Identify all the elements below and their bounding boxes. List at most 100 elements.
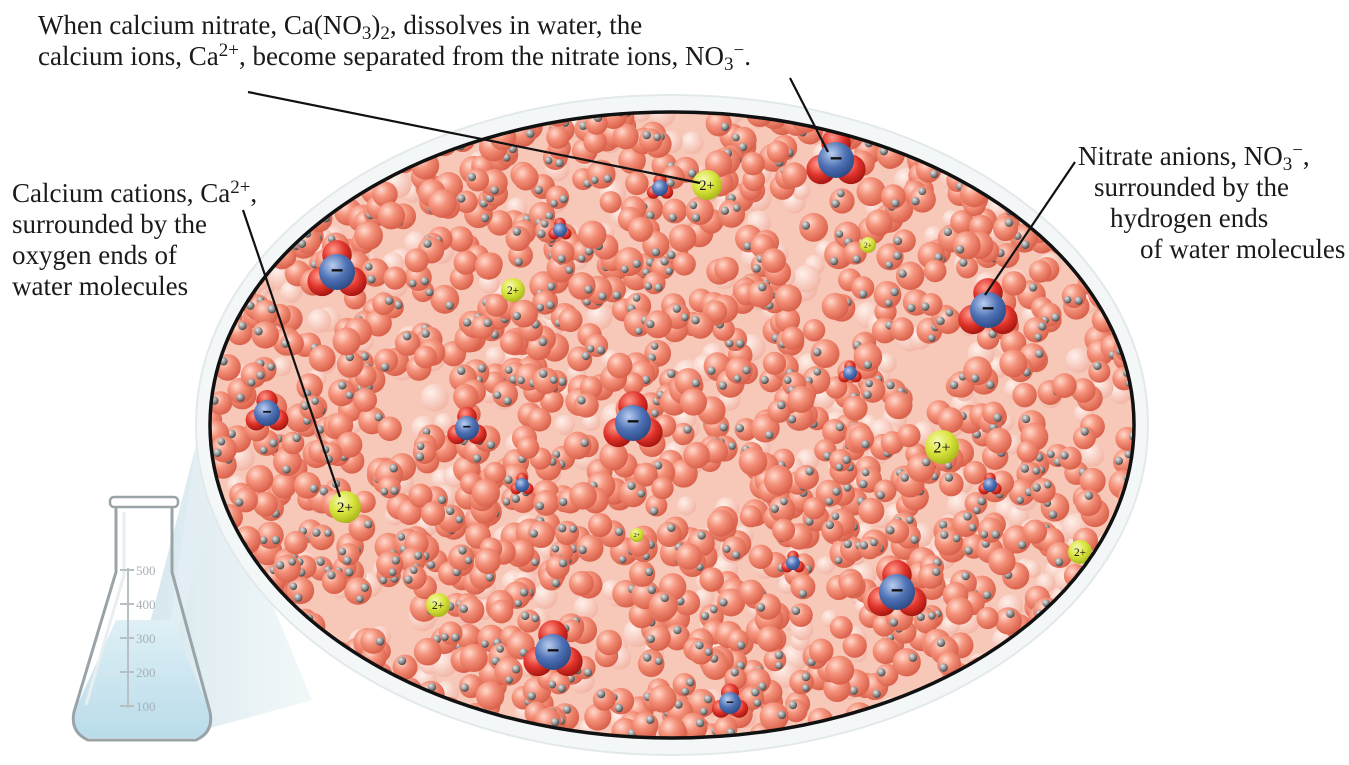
water-molecule (784, 699, 808, 723)
water-molecule (1055, 138, 1079, 162)
water-molecule (884, 391, 913, 420)
water-molecule (304, 175, 327, 199)
water-molecule (372, 292, 395, 315)
nitrate-ion: − (245, 389, 289, 431)
water-molecule (750, 413, 780, 443)
water-molecule (412, 440, 437, 464)
water-molecule (839, 536, 866, 562)
water-molecule-back (586, 304, 613, 330)
water-molecule-back (554, 414, 575, 436)
top-caption-line1: When calcium nitrate, Ca(NO3)2, dissolve… (38, 10, 643, 44)
water-molecule (269, 187, 297, 216)
water-molecule (1037, 724, 1063, 738)
water-molecule (1045, 702, 1072, 728)
water-molecule-back (386, 122, 407, 143)
water-molecule (913, 112, 943, 128)
water-molecule (471, 478, 500, 507)
water-molecule (621, 372, 645, 395)
water-molecule-back (300, 156, 320, 175)
water-molecule-back (485, 346, 506, 367)
water-molecule (1003, 159, 1026, 182)
water-molecule (815, 479, 843, 507)
water-molecule (280, 173, 303, 196)
water-molecule-back (313, 144, 333, 163)
water-molecule (372, 181, 398, 208)
water-molecule (1117, 695, 1134, 719)
water-molecule (470, 315, 495, 340)
water-molecule (532, 367, 560, 395)
water-molecule (392, 654, 418, 680)
water-molecule (1050, 687, 1075, 712)
water-molecule (748, 544, 773, 569)
water-molecule (439, 621, 463, 645)
water-molecule (413, 637, 442, 666)
water-molecule (402, 565, 427, 590)
water-molecule (563, 431, 592, 460)
water-molecule (596, 629, 622, 656)
water-molecule (794, 464, 819, 490)
water-molecule (210, 112, 232, 138)
water-molecule (1022, 519, 1048, 544)
water-molecule (1070, 378, 1096, 403)
water-molecule (853, 342, 883, 372)
water-molecule (533, 490, 559, 516)
water-molecule (839, 573, 864, 597)
water-molecule (1060, 112, 1088, 128)
water-molecule (993, 689, 1020, 716)
water-molecule-back (981, 121, 1008, 149)
water-molecule (705, 112, 732, 137)
water-molecule-back (1040, 634, 1066, 660)
water-molecule-back (1006, 699, 1035, 728)
water-molecule-back (1077, 700, 1096, 719)
water-molecule (934, 307, 962, 335)
water-molecule (913, 608, 939, 634)
water-molecule (378, 475, 401, 499)
water-molecule (1108, 603, 1132, 627)
water-molecule-back (944, 718, 969, 738)
nitrate-ion (510, 472, 534, 495)
water-molecule (1097, 587, 1120, 610)
water-molecule (824, 376, 848, 399)
water-molecule-back (307, 308, 332, 333)
water-molecule (651, 476, 674, 500)
water-molecule (486, 210, 513, 236)
water-molecule (360, 258, 390, 287)
water-molecule (1105, 687, 1132, 713)
water-molecule (1058, 446, 1082, 470)
nitrate-label-line2: surrounded by the (1094, 172, 1289, 202)
water-molecule (282, 174, 308, 200)
water-molecule-back (305, 121, 329, 146)
water-molecule (448, 544, 475, 571)
water-molecule (1098, 664, 1124, 690)
water-molecule-back (1065, 347, 1091, 373)
water-molecule (252, 491, 278, 517)
nitrate-charge-label: − (463, 420, 471, 436)
water-molecule (637, 650, 665, 678)
water-molecule (738, 579, 764, 605)
water-molecule (789, 603, 813, 628)
water-molecule (1037, 716, 1063, 738)
nitrate-ion: − (711, 683, 749, 718)
calcium-ion: 2+ (1068, 540, 1092, 564)
calcium-label-line2: surrounded by the (12, 209, 207, 239)
calcium-ion: 2+ (329, 491, 361, 523)
water-molecule (512, 164, 539, 191)
water-molecule (390, 715, 419, 738)
flask-outline (71, 505, 213, 742)
water-molecule (264, 156, 287, 179)
water-molecule (474, 252, 503, 280)
water-molecule (428, 189, 457, 218)
water-molecule-back (1043, 669, 1069, 695)
water-molecule-back (276, 165, 295, 184)
leader-line-left (241, 209, 342, 498)
water-molecule (931, 714, 955, 737)
water-molecule (890, 317, 914, 341)
water-molecule (787, 386, 815, 413)
flask-rim (108, 495, 180, 509)
water-molecule (739, 505, 762, 528)
water-molecule (992, 711, 1019, 738)
water-molecule (963, 356, 992, 386)
water-molecule (717, 588, 746, 617)
water-molecule (1115, 628, 1134, 654)
water-molecule-back (276, 161, 300, 184)
